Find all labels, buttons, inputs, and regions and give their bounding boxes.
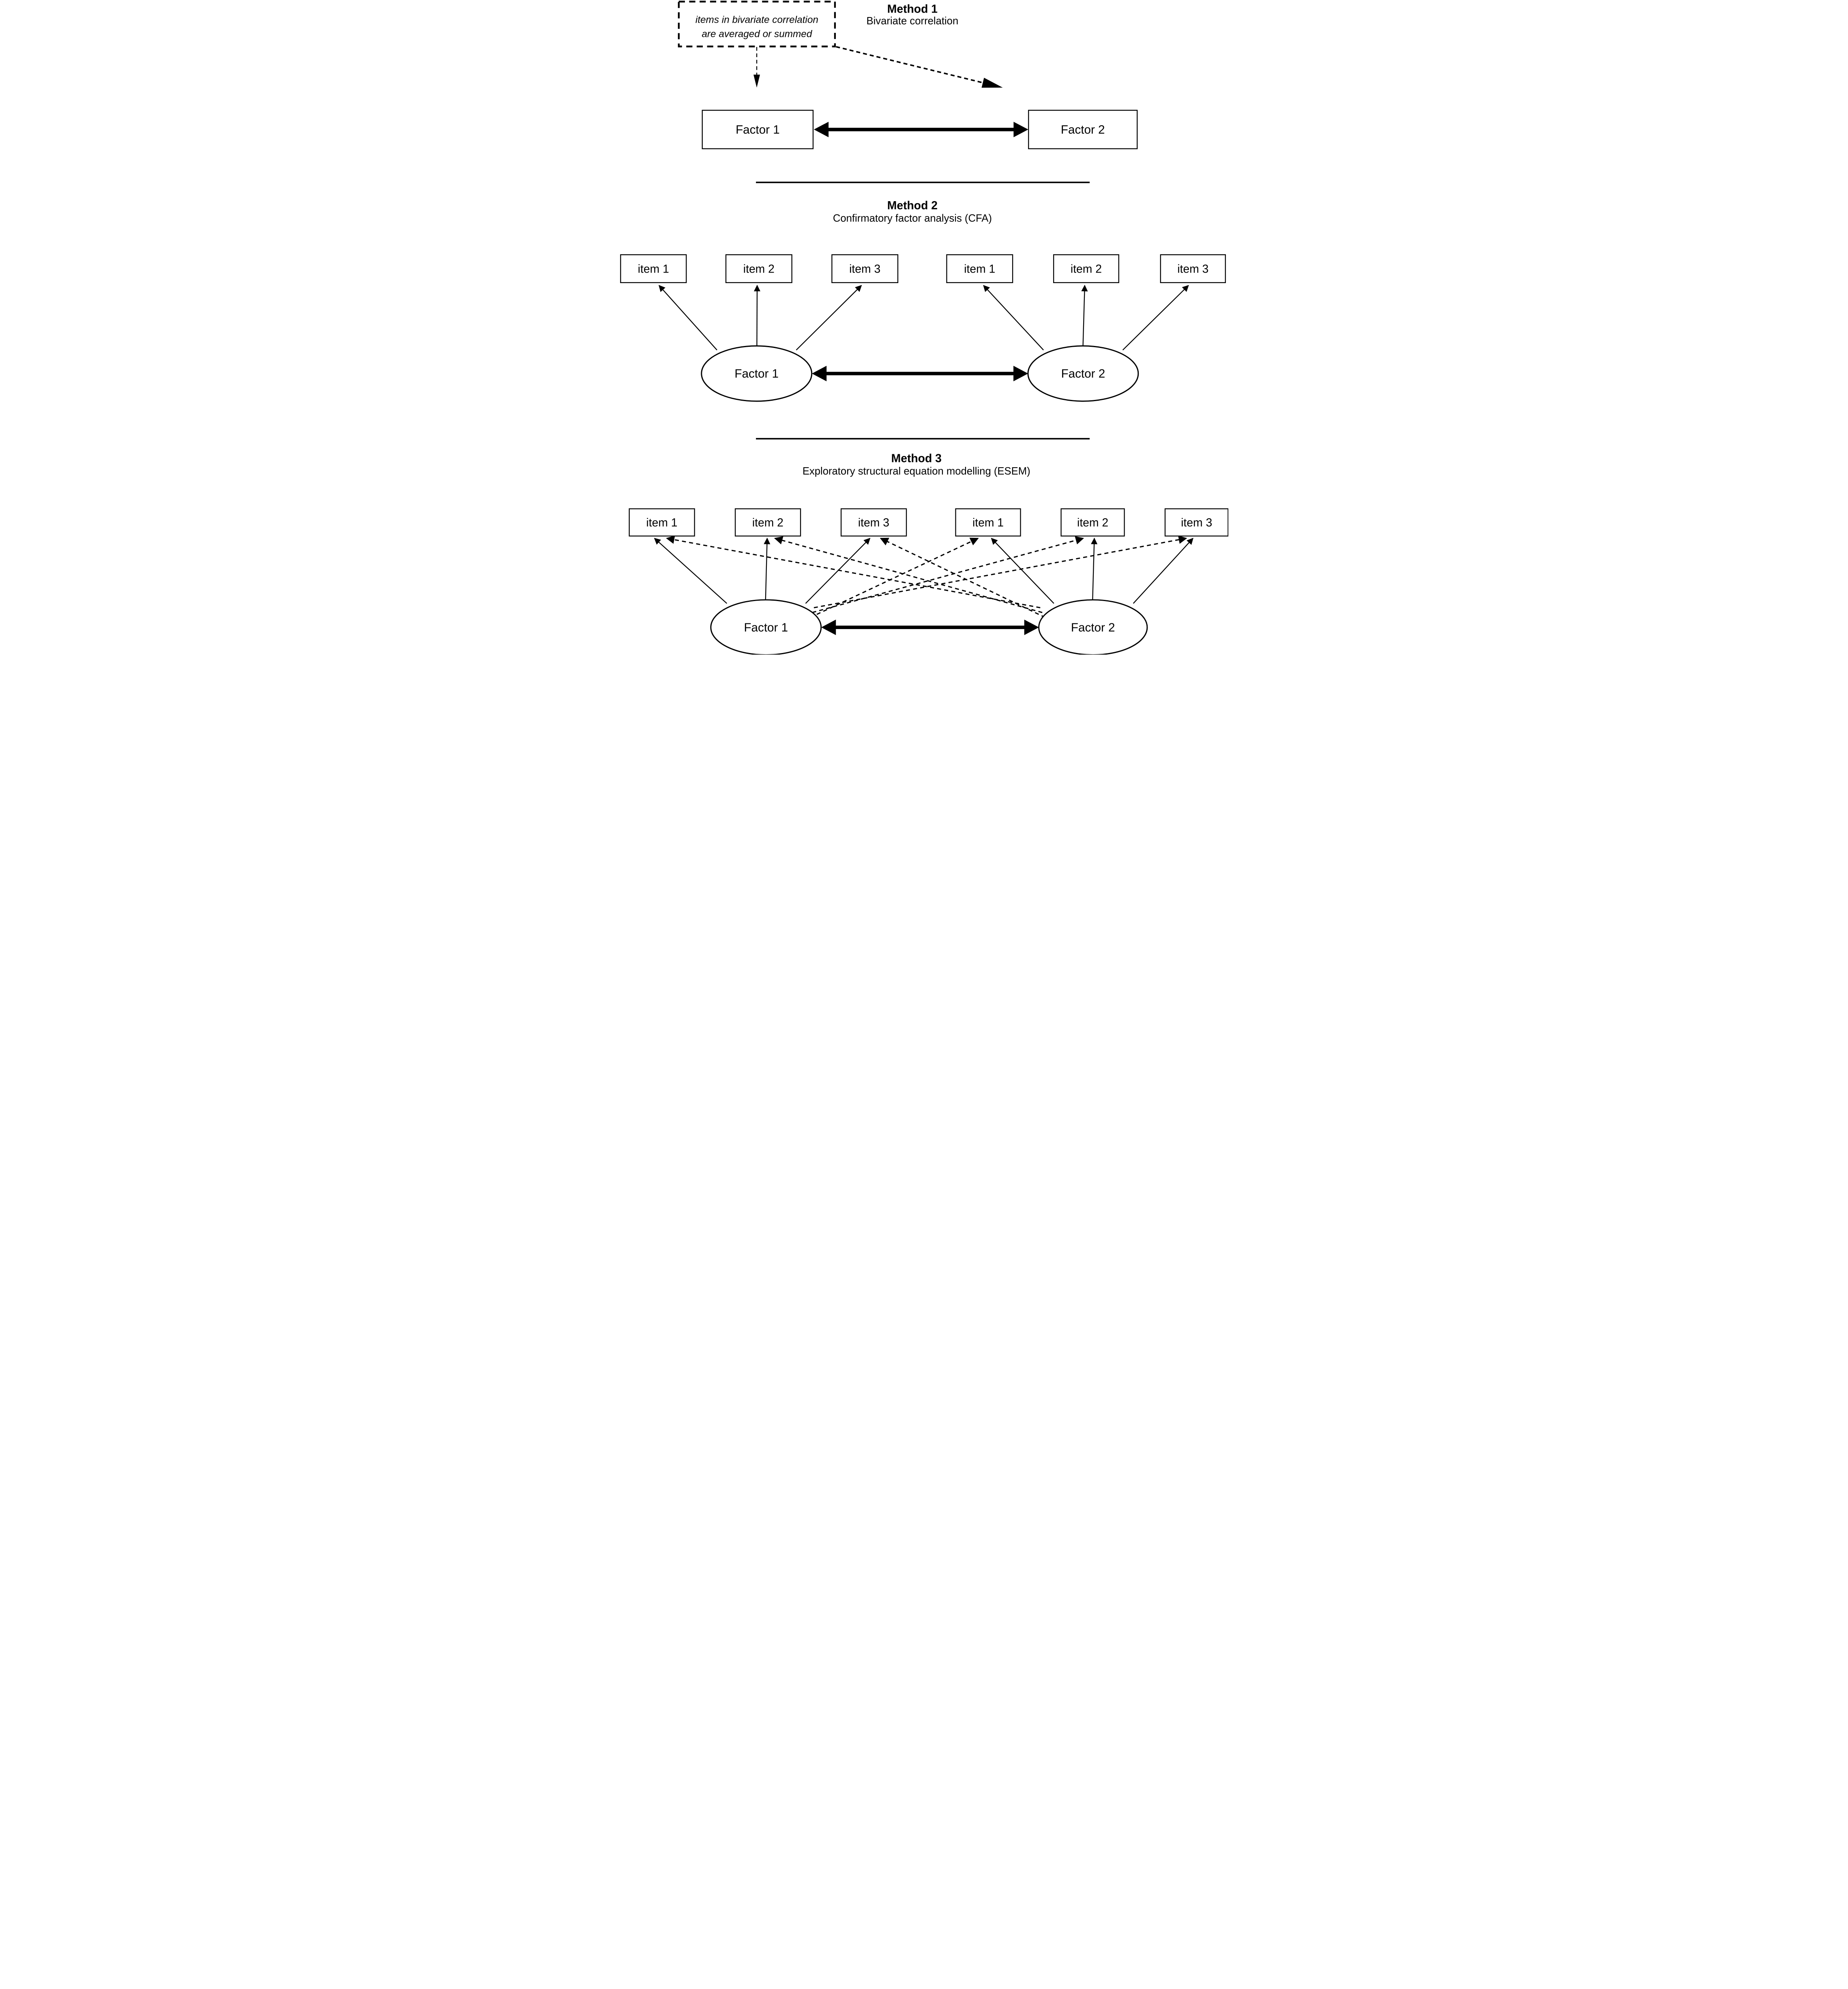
method2-factor2-label: Factor 2 [1061,367,1105,380]
method2-item1-right-box [946,254,1013,283]
method2-correlation-arrow [811,365,1028,382]
method3-item2-right-box [1060,508,1125,537]
method3-factor2-loadings [991,537,1193,604]
method2-title: Method 2 [887,199,937,212]
method1-factor2-box [1028,110,1138,149]
method1-factor1-box [702,110,813,149]
method2-item3-left-label: item 3 [849,262,880,275]
method2-factor2-loadings [983,285,1189,350]
method2-item3-left-box [831,254,898,283]
method2-subtitle: Confirmatory factor analysis (CFA) [833,213,992,224]
method3-correlation-arrow [821,619,1039,635]
method1-title: Method 1 [887,2,937,15]
method2-factor1-loadings [658,285,862,350]
method3-item2-left-label: item 2 [752,516,783,529]
method3-item1-left-label: item 1 [646,516,677,529]
methods-diagram: Method 1 Bivariate correlation items in … [620,0,1228,655]
method2-item2-right-label: item 2 [1070,262,1101,275]
annotation-note-box [678,0,836,47]
method2-item1-left-box [620,254,687,283]
method2-item1-right-label: item 1 [964,262,995,275]
annotation-note-line1: items in bivariate correlation [695,15,818,26]
method1-factor1-label: Factor 1 [736,123,780,136]
method2-item3-right-label: item 3 [1177,262,1208,275]
method3-item3-left-box [840,508,907,537]
method3-item3-right-box [1164,508,1228,537]
method3-title: Method 3 [891,452,941,465]
note-arrow-to-factor2 [835,46,1003,88]
diagram-canvas: Method 1 Bivariate correlation items in … [620,0,1228,655]
method1-subtitle: Bivariate correlation [866,15,958,27]
method3-factor1-cross-loadings [809,535,1187,618]
method1-section: Method 1 Bivariate correlation items in … [678,0,1138,183]
method2-factor1-label: Factor 1 [734,367,779,380]
method3-item1-right-label: item 1 [972,516,1003,529]
method3-factor2-label: Factor 2 [1071,621,1115,634]
method3-factor2-cross-loadings [665,535,1045,618]
method3-item1-right-box [955,508,1021,537]
method1-correlation-arrow [813,122,1028,137]
method3-subtitle: Exploratory structural equation modellin… [802,466,1030,477]
method3-factor1-ellipse [710,599,822,655]
method3-factor1-label: Factor 1 [744,621,788,634]
method3-item2-left-box [734,508,801,537]
method1-factor2-label: Factor 2 [1060,123,1105,136]
annotation-note-line2: are averaged or summed [702,29,812,40]
method3-item3-left-label: item 3 [858,516,889,529]
method2-item1-left-label: item 1 [637,262,669,275]
method3-factor1-loadings [654,537,870,604]
method3-item1-left-box [629,508,695,537]
method2-item2-left-box [725,254,792,283]
method2-section: Method 2 Confirmatory factor analysis (C… [620,199,1226,440]
method3-item2-right-label: item 2 [1077,516,1108,529]
method2-item3-right-box [1160,254,1226,283]
method2-item2-right-box [1053,254,1119,283]
method3-section: Method 3 Exploratory structural equation… [629,452,1228,655]
method3-item3-right-label: item 3 [1181,516,1212,529]
method2-item2-left-label: item 2 [743,262,774,275]
method2-factor1-ellipse [700,345,812,402]
